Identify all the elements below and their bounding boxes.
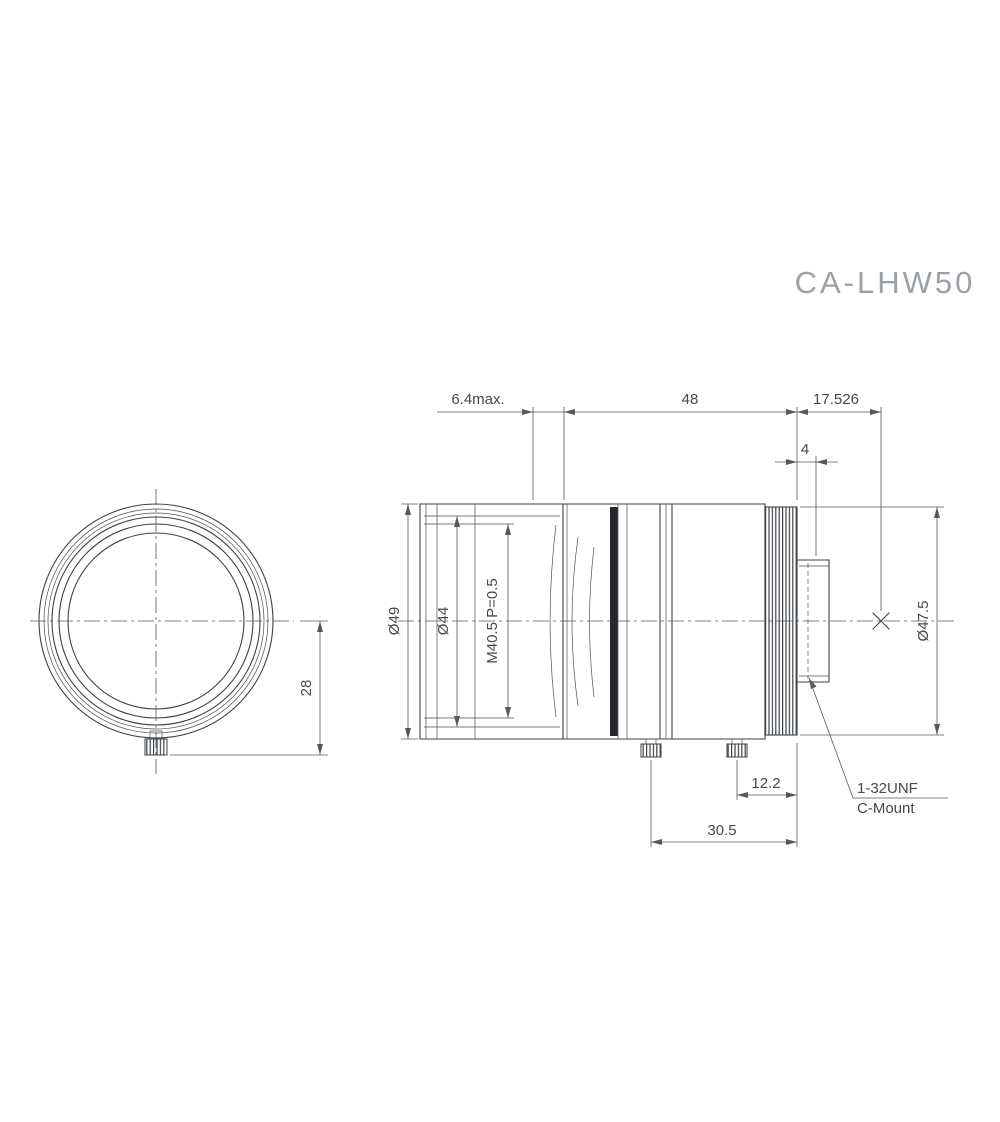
- dim-rear-screw-offset: 12.2: [751, 775, 780, 792]
- drawing-title: CA-LHW50: [795, 265, 976, 300]
- top-dimensions: 6.4max. 48 17.526 4: [437, 391, 882, 611]
- lens-rings: [38, 503, 274, 739]
- dim-front-outer-diameter: Ø49: [386, 607, 403, 635]
- side-thumbscrew-rear: [726, 738, 748, 758]
- front-thumbscrew: [144, 730, 168, 756]
- dim-filter-thread: M40.5 P=0.5: [484, 578, 501, 663]
- diameter-dimensions: Ø49 Ø44 M40.5 P=0.5 Ø47.5: [386, 503, 944, 740]
- side-view: 6.4max. 48 17.526 4 Ø49 Ø44 M40.5 P=0.5: [386, 391, 956, 847]
- dim-front-extension: 6.4max.: [451, 391, 504, 408]
- dim-screw-offset: 28: [298, 680, 315, 697]
- mount-label-group: 1-32UNF C-Mount: [808, 677, 948, 817]
- front-view: 28: [30, 489, 328, 774]
- mount-thread-label: 1-32UNF: [857, 780, 918, 797]
- dim-front-screw-offset: 30.5: [707, 822, 736, 839]
- dim-front-inner-diameter: Ø44: [435, 607, 452, 635]
- lens-body-outline: [419, 503, 766, 740]
- dim-barrel-length: 48: [682, 391, 699, 408]
- dim-screw-offset-group: 28: [170, 620, 328, 756]
- image-plane-mark: [872, 612, 890, 630]
- mount-type-label: C-Mount: [857, 800, 915, 817]
- c-mount-section: [796, 559, 830, 683]
- dim-flange-back: 17.526: [813, 391, 859, 408]
- side-thumbscrew-front: [640, 738, 662, 758]
- rubber-grip-band: [610, 507, 618, 736]
- knurled-ring: [764, 506, 798, 736]
- dim-clamp-width: 4: [801, 441, 809, 458]
- bottom-dimensions: 12.2 30.5: [650, 743, 798, 847]
- dim-rear-outer-diameter: Ø47.5: [915, 601, 932, 642]
